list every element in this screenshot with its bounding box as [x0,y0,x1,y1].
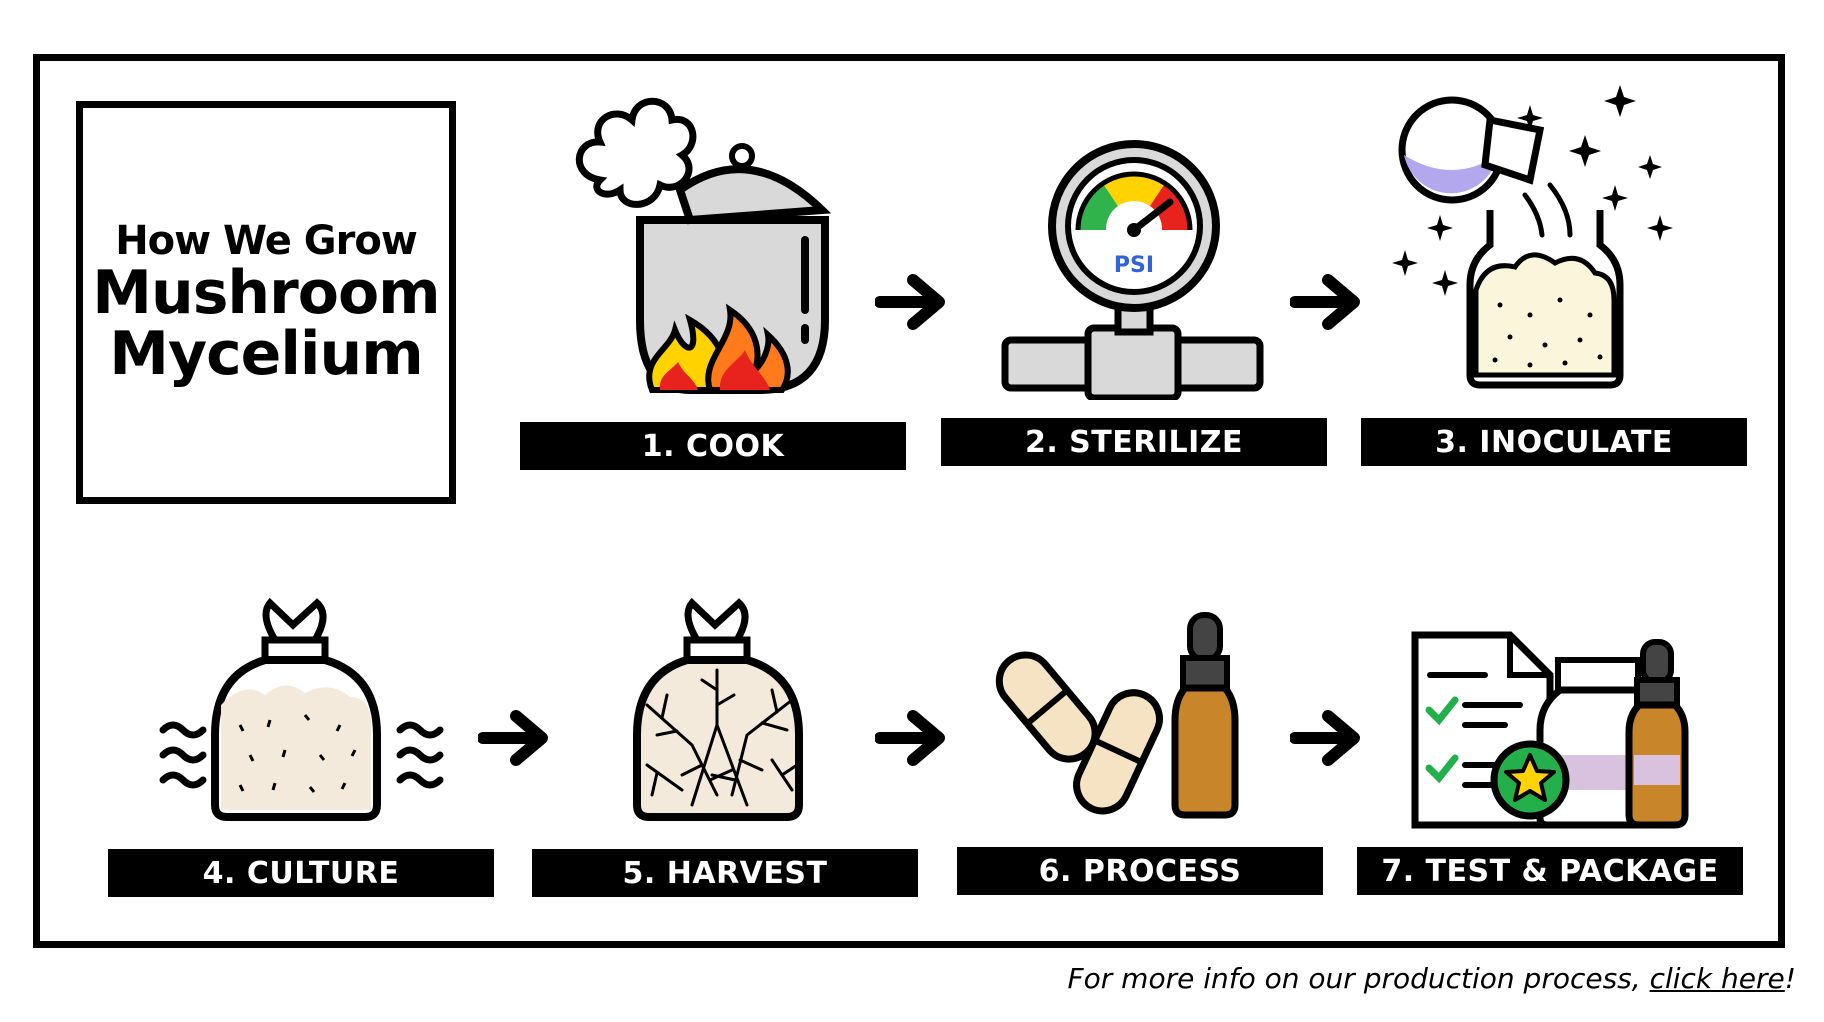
culture-bag-icon [159,597,444,821]
capsules-dropper-icon [995,612,1239,819]
arrow-right-icon [875,274,945,330]
arrow-right-icon [1290,274,1360,330]
diagram-frame [33,54,1785,948]
step-label-culture: 4. CULTURE [108,849,494,897]
arrow-right-icon [1290,710,1360,766]
title-box: How We Grow Mushroom Mycelium [76,101,456,504]
step-label-test-package: 7. TEST & PACKAGE [1357,847,1743,895]
title-line-1: How We Grow [115,218,418,264]
title-line-2: Mushroom [92,258,440,328]
report-bottles-icon [1411,631,1689,829]
footer-note: For more info on our production process,… [1068,962,1796,995]
cooking-pot-icon [575,97,832,394]
gauge-psi-text: PSI [1114,253,1154,278]
footer-suffix: ! [1784,962,1796,995]
step-label-process: 6. PROCESS [957,847,1323,895]
footer-prefix: For more info on our production process, [1067,962,1650,995]
step-label-sterilize: 2. STERILIZE [941,418,1327,466]
pressure-gauge-icon: PSI [1001,140,1264,400]
arrow-right-icon [478,710,548,766]
title-line-3: Mycelium [109,319,423,389]
step-label-cook: 1. COOK [520,422,906,470]
flask-jar-icon [1392,85,1673,389]
harvest-bag-icon [633,597,803,821]
step-label-harvest: 5. HARVEST [532,849,918,897]
step-label-inoculate: 3. INOCULATE [1361,418,1747,466]
click-here-link[interactable]: click here [1649,962,1785,995]
arrow-right-icon [875,710,945,766]
